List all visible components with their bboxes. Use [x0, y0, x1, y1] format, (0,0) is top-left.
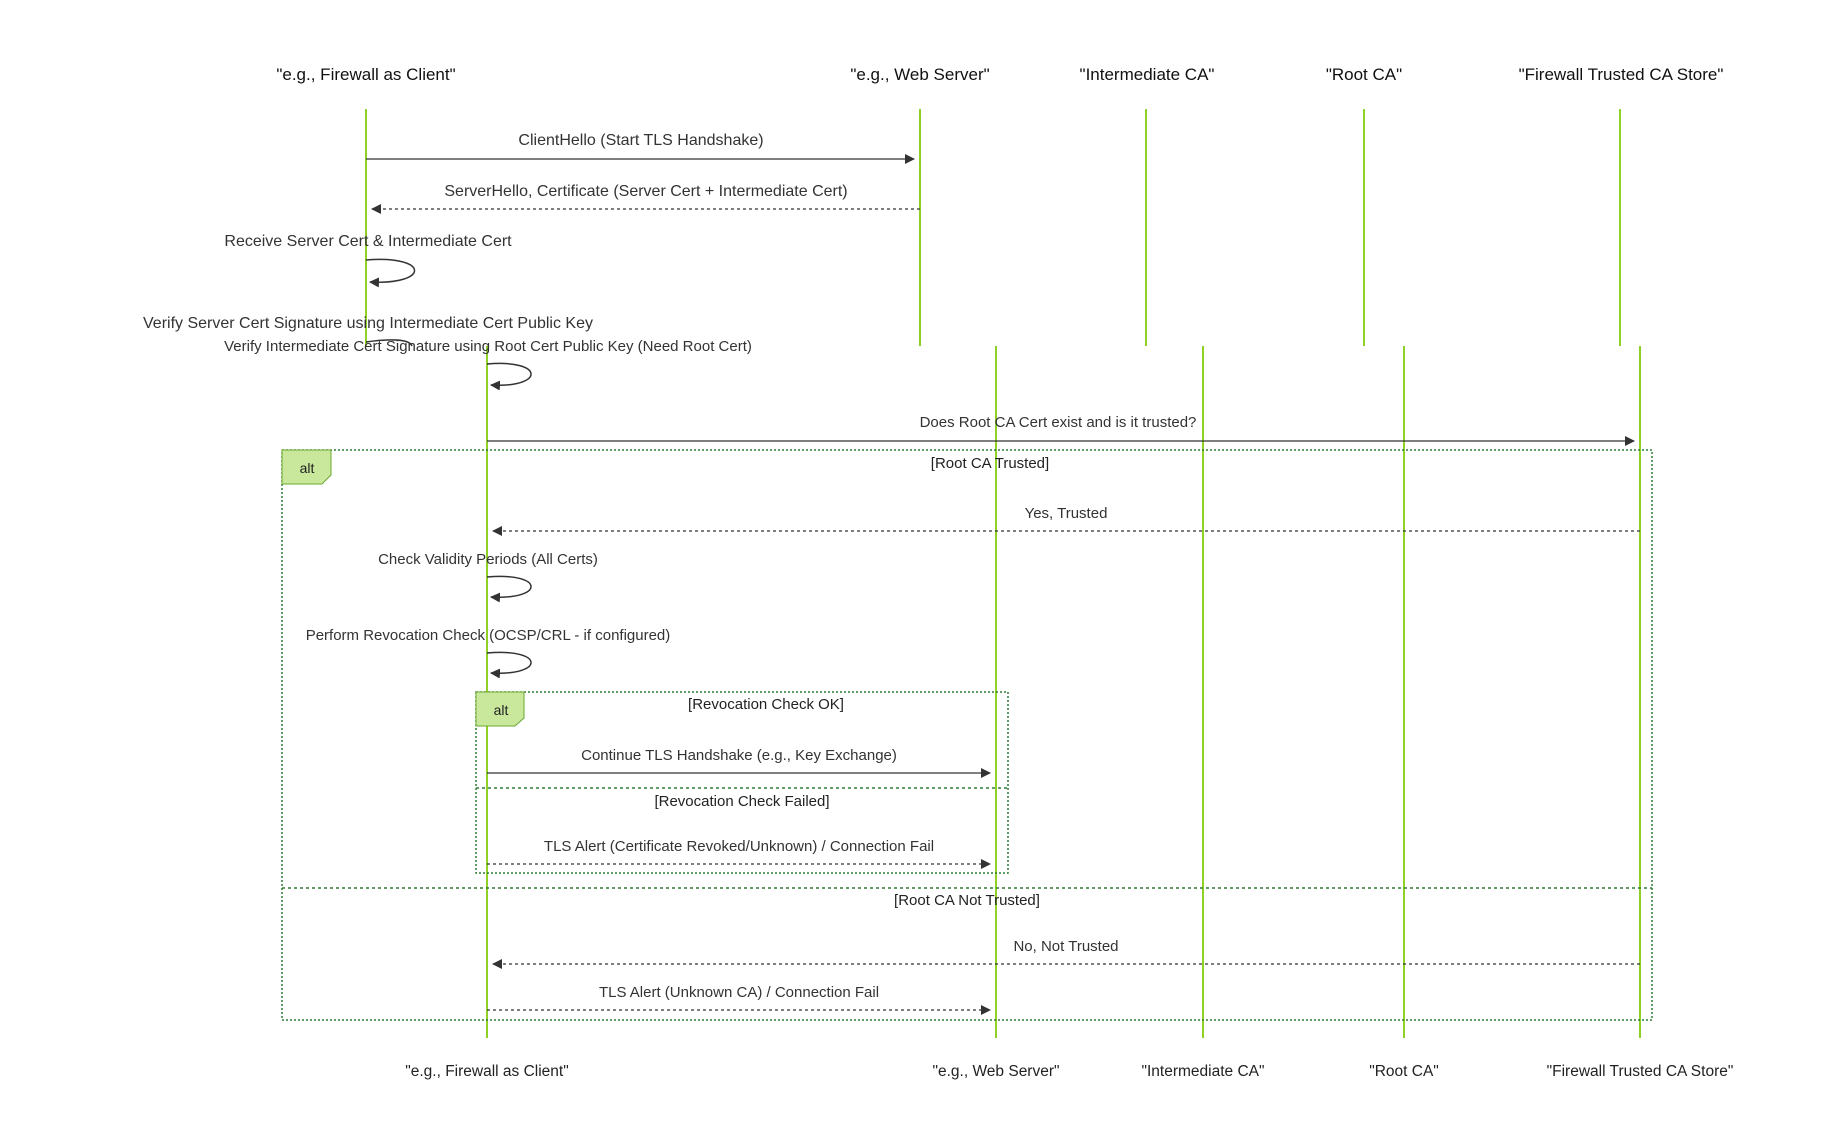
alt-tab-outer — [281, 449, 332, 485]
participant-header-intermediate: "Intermediate CA" — [1080, 65, 1215, 84]
message-yes-trusted: Yes, Trusted — [1025, 505, 1108, 522]
participant-header-server: "e.g., Web Server" — [850, 65, 989, 84]
message-not-trusted: No, Not Trusted — [1013, 938, 1118, 955]
message-server-hello: ServerHello, Certificate (Server Cert + … — [444, 183, 847, 200]
participant-footer-root: "Root CA" — [1369, 1063, 1439, 1080]
participant-header-root: "Root CA" — [1326, 65, 1402, 84]
self-arrow-check-validity — [486, 575, 532, 603]
message-tls-alert-revoked: TLS Alert (Certificate Revoked/Unknown) … — [544, 838, 934, 855]
self-arrow-verify-intermediate-sig — [486, 362, 532, 391]
self-arrow-receive-certs — [365, 258, 416, 288]
alt-label-outer: alt — [300, 460, 315, 476]
message-client-hello: ClientHello (Start TLS Handshake) — [518, 132, 763, 149]
condition-revocation-failed: [Revocation Check Failed] — [654, 793, 829, 810]
message-continue-handshake: Continue TLS Handshake (e.g., Key Exchan… — [581, 747, 897, 764]
participant-header-client: "e.g., Firewall as Client" — [276, 65, 455, 84]
message-receive-certs: Receive Server Cert & Intermediate Cert — [224, 233, 512, 250]
message-verify-server-sig: Verify Server Cert Signature using Inter… — [143, 315, 593, 332]
message-root-ca-query: Does Root CA Cert exist and is it truste… — [920, 414, 1197, 431]
participant-footer-server: "e.g., Web Server" — [932, 1063, 1059, 1080]
participant-footer-client: "e.g., Firewall as Client" — [405, 1063, 568, 1080]
message-tls-alert-unknown-ca: TLS Alert (Unknown CA) / Connection Fail — [599, 984, 879, 1001]
message-check-validity: Check Validity Periods (All Certs) — [378, 551, 598, 568]
condition-revocation-ok: [Revocation Check OK] — [688, 696, 844, 713]
self-arrow-verify-server-sig — [365, 339, 413, 347]
alt-label-inner: alt — [494, 702, 509, 718]
condition-root-not-trusted: [Root CA Not Trusted] — [894, 892, 1040, 909]
participant-footer-store: "Firewall Trusted CA Store" — [1547, 1063, 1734, 1080]
alt-tab-inner — [475, 691, 525, 727]
alt-frame-outer — [281, 449, 1653, 1021]
participant-header-store: "Firewall Trusted CA Store" — [1519, 65, 1724, 84]
self-arrow-revocation-check — [486, 651, 532, 679]
alt-frame-inner — [475, 691, 1009, 874]
message-revocation-check: Perform Revocation Check (OCSP/CRL - if … — [306, 627, 671, 644]
participant-footer-intermediate: "Intermediate CA" — [1141, 1063, 1264, 1080]
condition-root-trusted: [Root CA Trusted] — [931, 455, 1049, 472]
message-verify-intermediate-sig: Verify Intermediate Cert Signature using… — [224, 338, 752, 355]
